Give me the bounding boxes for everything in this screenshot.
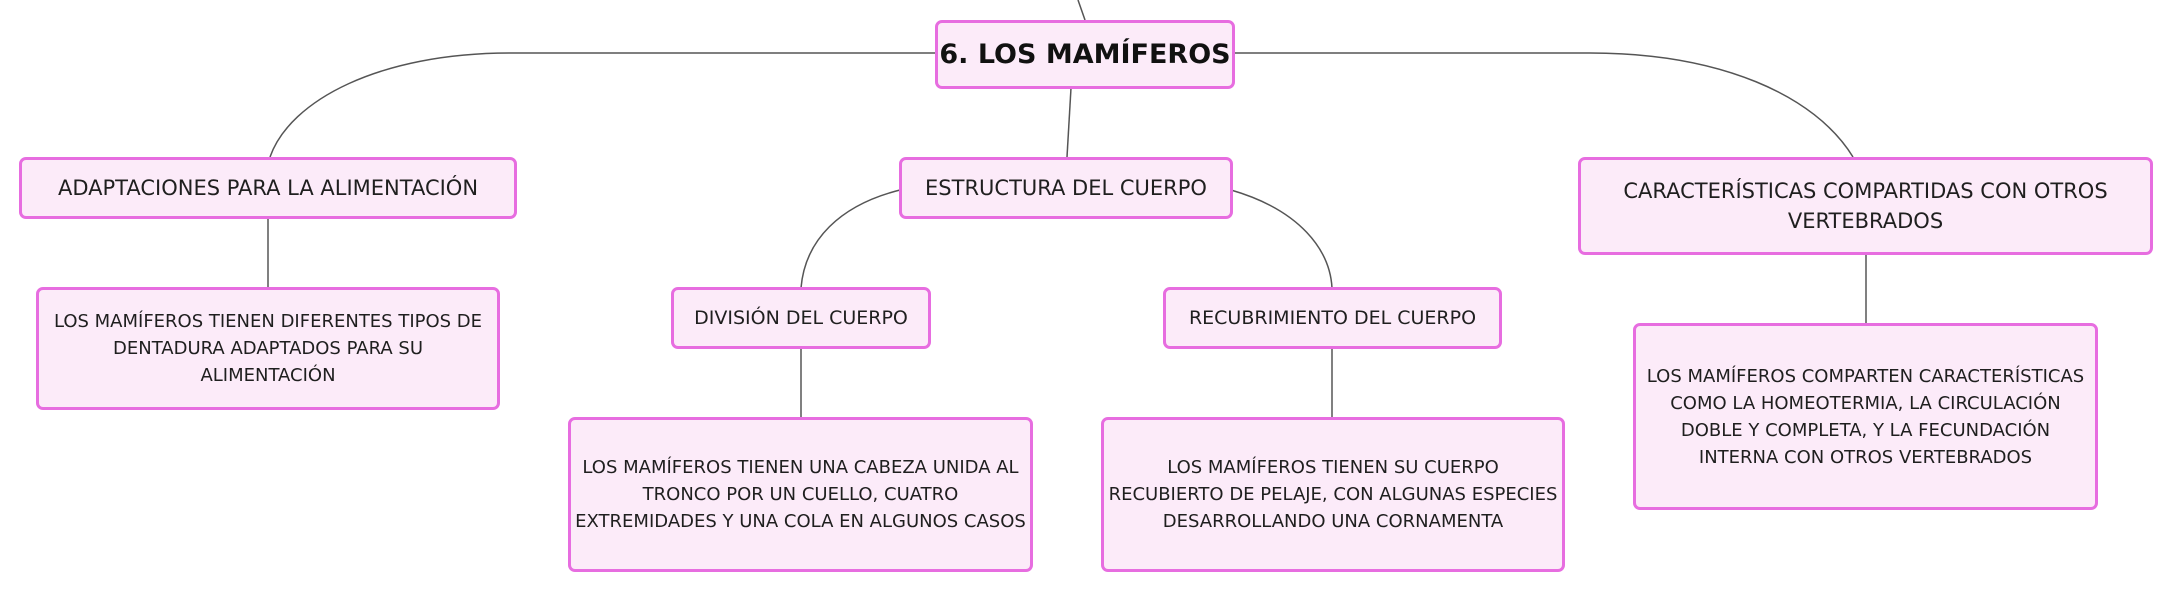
node-desc-division[interactable]: LOS MAMÍFEROS TIENEN UNA CABEZA UNIDA AL… bbox=[568, 417, 1033, 572]
node-label: CARACTERÍSTICAS COMPARTIDAS CON OTROS VE… bbox=[1623, 179, 2108, 233]
node-desc-compartidas[interactable]: LOS MAMÍFEROS COMPARTEN CARACTERÍSTICAS … bbox=[1633, 323, 2098, 510]
node-label: RECUBRIMIENTO DEL CUERPO bbox=[1188, 307, 1477, 329]
node-text: LOS MAMÍFEROS COMPARTEN CARACTERÍSTICAS … bbox=[1646, 365, 2085, 468]
root-node[interactable]: 6. LOS MAMÍFEROS bbox=[935, 20, 1235, 89]
connector-root-alimentacion bbox=[269, 52, 937, 158]
node-text: LOS MAMÍFEROS TIENEN UNA CABEZA UNIDA AL… bbox=[575, 457, 1026, 532]
node-label: ESTRUCTURA DEL CUERPO bbox=[925, 176, 1207, 200]
node-division-cuerpo[interactable]: DIVISIÓN DEL CUERPO bbox=[671, 287, 931, 349]
connector-root-parent bbox=[1077, 0, 1086, 21]
connector-estructura-recubrimiento bbox=[1230, 189, 1333, 289]
node-label: ADAPTACIONES PARA LA ALIMENTACIÓN bbox=[57, 176, 479, 200]
node-desc-recubrimiento[interactable]: LOS MAMÍFEROS TIENEN SU CUERPO RECUBIERT… bbox=[1101, 417, 1565, 572]
node-estructura-cuerpo[interactable]: ESTRUCTURA DEL CUERPO bbox=[899, 157, 1233, 219]
node-label: DIVISIÓN DEL CUERPO bbox=[694, 307, 908, 329]
connector-root-compartidas bbox=[1233, 52, 1854, 158]
root-label: 6. LOS MAMÍFEROS bbox=[939, 39, 1231, 70]
node-adaptaciones-alimentacion[interactable]: ADAPTACIONES PARA LA ALIMENTACIÓN bbox=[19, 157, 517, 219]
connector-estructura-division bbox=[800, 189, 901, 289]
node-caracteristicas-compartidas[interactable]: CARACTERÍSTICAS COMPARTIDAS CON OTROS VE… bbox=[1578, 157, 2153, 255]
connector-root-estructura bbox=[1066, 87, 1072, 158]
node-recubrimiento-cuerpo[interactable]: RECUBRIMIENTO DEL CUERPO bbox=[1163, 287, 1502, 349]
node-desc-alimentacion[interactable]: LOS MAMÍFEROS TIENEN DIFERENTES TIPOS DE… bbox=[36, 287, 500, 410]
node-text: LOS MAMÍFEROS TIENEN SU CUERPO RECUBIERT… bbox=[1108, 457, 1558, 532]
node-text: LOS MAMÍFEROS TIENEN DIFERENTES TIPOS DE… bbox=[53, 311, 483, 386]
